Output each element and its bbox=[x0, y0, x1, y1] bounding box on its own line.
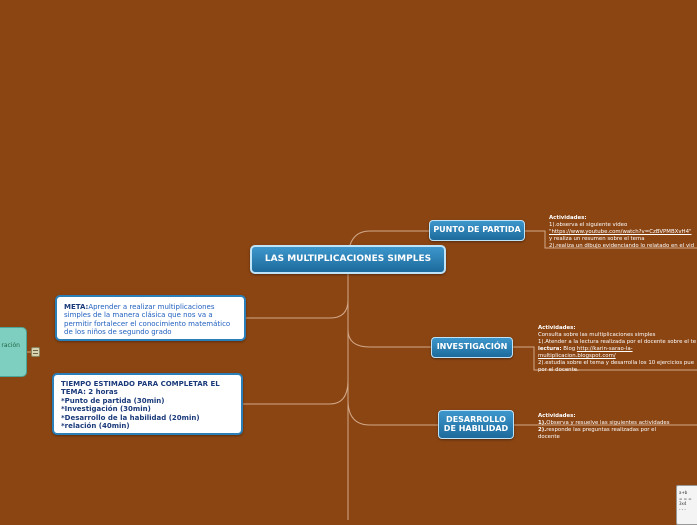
root-node[interactable]: LAS MULTIPLICACIONES SIMPLES bbox=[250, 245, 446, 274]
punto-line-1: 1).observa el siguiente video bbox=[549, 222, 627, 228]
side-node[interactable]: ración bbox=[0, 327, 27, 377]
meta-label: META: bbox=[64, 303, 88, 311]
connector-desarrollo bbox=[348, 400, 439, 425]
desarrollo-heading: Actividades: bbox=[538, 413, 576, 419]
meta-card[interactable]: META:Aprender a realizar multiplicacione… bbox=[55, 295, 246, 341]
meta-text: Aprender a realizar multiplicaciones sim… bbox=[64, 303, 230, 336]
thumbnail-line-4: - - - bbox=[679, 507, 697, 513]
branch-desarrollo[interactable]: DESARROLLO DE HABILIDAD bbox=[438, 410, 514, 439]
tiempo-line-1: TIEMPO ESTIMADO PARA COMPLETAR EL TEMA: … bbox=[61, 380, 234, 397]
investigacion-heading: Actividades: bbox=[538, 325, 576, 331]
branch-desarrollo-label-2: DE HABILIDAD bbox=[444, 425, 508, 434]
connector-investigacion bbox=[348, 330, 432, 347]
tiempo-line-3: *Investigación (30min) bbox=[61, 405, 234, 413]
punto-activities: Actividades: 1).observa el siguiente vid… bbox=[549, 215, 694, 250]
punto-line-3: y realiza un resumen sobre el tema bbox=[549, 236, 645, 242]
image-thumbnail[interactable]: a+b = = = 3x4 - - - bbox=[676, 485, 697, 525]
desarrollo-line-2: responde las preguntas realizadas por el bbox=[546, 427, 656, 433]
branch-punto-de-partida[interactable]: PUNTO DE PARTIDA bbox=[429, 220, 525, 241]
investigacion-lectura-text: Blog bbox=[562, 346, 577, 352]
branch-investigacion-label: INVESTIGACIÓN bbox=[437, 343, 508, 352]
investigacion-blog-link-2[interactable]: multiplicacion.blogspot.com/ bbox=[538, 353, 616, 359]
tiempo-line-2: *Punto de partida (30min) bbox=[61, 397, 234, 405]
desarrollo-line-3: docente bbox=[538, 434, 560, 440]
connector-tiempo bbox=[243, 380, 348, 404]
connector-meta bbox=[246, 300, 348, 318]
punto-heading: Actividades: bbox=[549, 215, 587, 221]
branch-investigacion[interactable]: INVESTIGACIÓN bbox=[431, 337, 513, 358]
investigacion-line-4: por el docente. bbox=[538, 367, 579, 373]
note-icon[interactable] bbox=[31, 347, 40, 357]
punto-video-link[interactable]: "https://www.youtube.com/watch?v=CzBVPMB… bbox=[549, 229, 692, 235]
tiempo-line-5: *relación (40min) bbox=[61, 422, 234, 430]
desarrollo-activities: Actividades: 1).Observa y resuelve las s… bbox=[538, 413, 670, 441]
desarrollo-line-1: Observa y resuelve las siguientes activi… bbox=[546, 420, 669, 426]
side-node-label: ración bbox=[1, 342, 20, 349]
investigacion-line-3: 2).estudia sobre el tema y desarrolla lo… bbox=[538, 360, 694, 366]
tiempo-card[interactable]: TIEMPO ESTIMADO PARA COMPLETAR EL TEMA: … bbox=[52, 373, 243, 435]
investigacion-blog-link-1[interactable]: http://karin-sarao-la- bbox=[577, 346, 633, 352]
punto-line-4: 2).realiza un dibujo evidenciando lo rel… bbox=[549, 243, 694, 249]
investigacion-line-1: Consulta sobre las multiplicaciones simp… bbox=[538, 332, 655, 338]
root-label: LAS MULTIPLICACIONES SIMPLES bbox=[265, 255, 431, 265]
investigacion-lectura-label: lectura: bbox=[538, 346, 562, 352]
tiempo-line-4: *Desarrollo de la habilidad (20min) bbox=[61, 414, 234, 422]
branch-punto-label: PUNTO DE PARTIDA bbox=[433, 226, 520, 235]
investigacion-line-2: 1).Atender a la lectura realizada por el… bbox=[538, 339, 696, 345]
investigacion-activities: Actividades: Consulta sobre las multipli… bbox=[538, 325, 696, 374]
